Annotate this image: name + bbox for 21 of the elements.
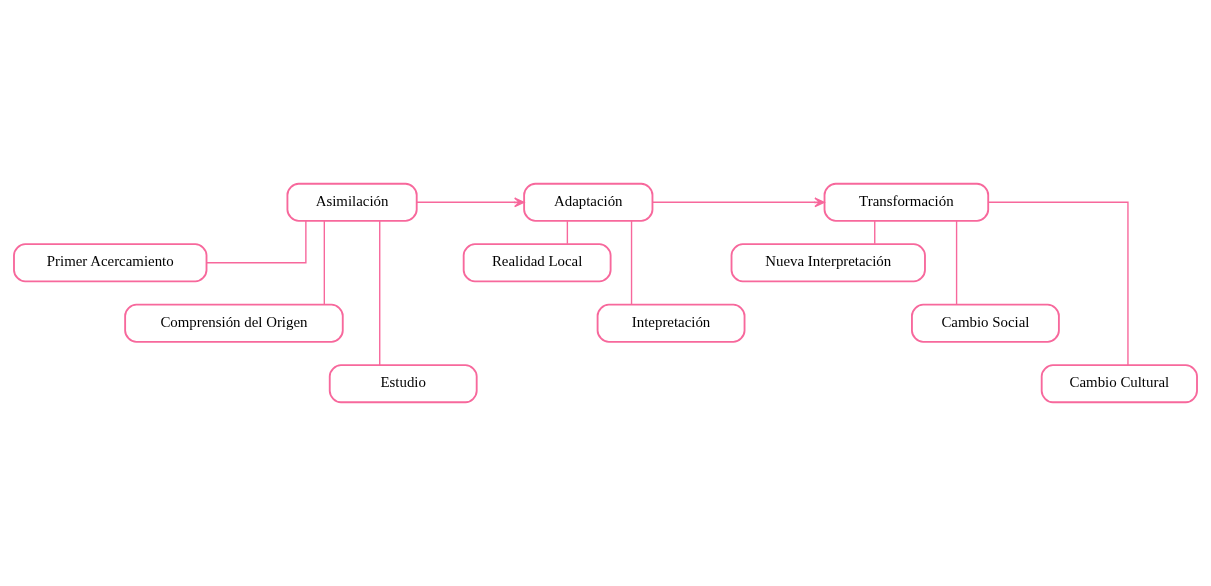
connector (205, 220, 307, 264)
connector (987, 201, 1129, 366)
connector (955, 220, 958, 306)
node-box: Primer Acercamiento (13, 243, 208, 283)
connector (630, 220, 633, 306)
node-box: Estudio (328, 364, 478, 404)
arrow (651, 197, 825, 208)
node-box: Nueva Interpretación (730, 243, 926, 283)
node-box: Cambio Social (911, 303, 1060, 343)
arrow (416, 197, 525, 208)
connector (874, 220, 876, 245)
node-box: Comprensión del Origen (124, 303, 344, 343)
node-box: Cambio Cultural (1040, 364, 1198, 404)
node-box: Asimilación (286, 182, 418, 222)
connector (323, 220, 325, 306)
connector (566, 220, 569, 245)
node-box: Adaptación (523, 182, 654, 222)
node-box: Realidad Local (462, 243, 612, 283)
node-box: Transformación (823, 182, 990, 222)
connector (379, 220, 381, 366)
node-box: Intepretación (596, 303, 746, 343)
